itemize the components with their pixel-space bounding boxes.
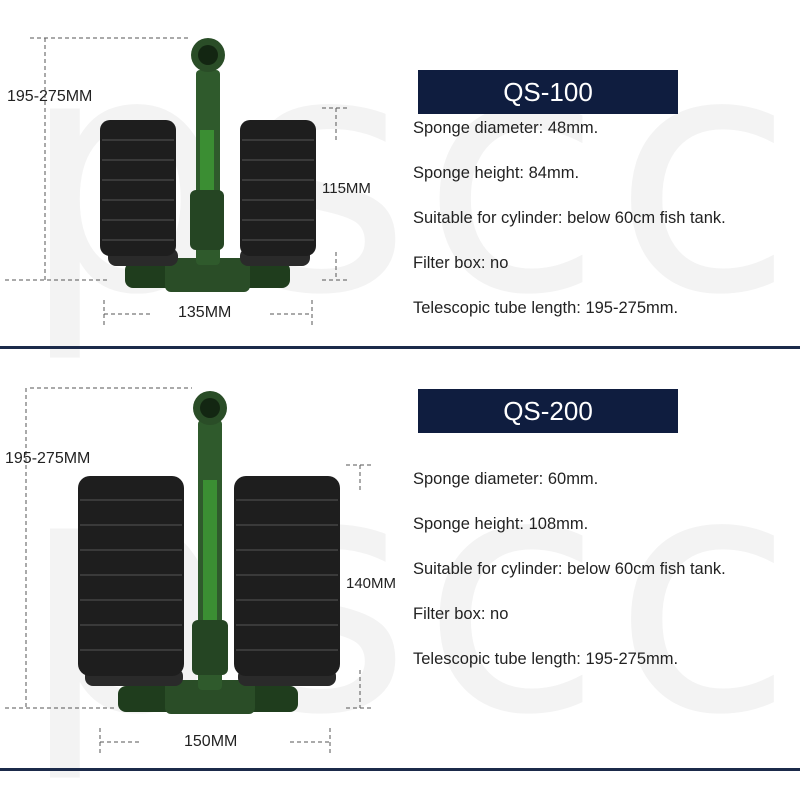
spec-suitable-cylinder: Suitable for cylinder: below 60cm fish t… xyxy=(413,209,726,227)
height-dimension-label: 195-275MM xyxy=(7,88,93,105)
spec-sponge-height: Sponge height: 84mm. xyxy=(413,164,580,182)
section-divider xyxy=(0,346,800,349)
spec-filter-box: Filter box: no xyxy=(413,605,509,623)
section-divider xyxy=(0,768,800,771)
spec-sponge-height: Sponge height: 108mm. xyxy=(413,515,589,533)
width-dimension-label: 135MM xyxy=(178,304,232,321)
sponge-height-dimension-label: 140MM xyxy=(346,575,397,592)
model-badge: QS-100 xyxy=(418,70,678,114)
product-panel-qs-100: pscc xyxy=(0,0,800,346)
width-dimension-label: 150MM xyxy=(184,733,238,750)
product-panel-qs-200: pscc xyxy=(0,350,800,770)
spec-telescopic-tube: Telescopic tube length: 195-275mm. xyxy=(413,299,679,317)
spec-sponge-diameter: Sponge diameter: 60mm. xyxy=(413,470,599,488)
sponge-height-dimension-label: 115MM xyxy=(322,180,371,197)
height-dimension-label: 195-275MM xyxy=(5,450,91,467)
spec-filter-box: Filter box: no xyxy=(413,254,509,272)
spec-telescopic-tube: Telescopic tube length: 195-275mm. xyxy=(413,650,679,668)
model-badge: QS-200 xyxy=(418,389,678,433)
product-image-qs-200 xyxy=(5,387,372,754)
spec-suitable-cylinder: Suitable for cylinder: below 60cm fish t… xyxy=(413,560,726,578)
spec-sponge-diameter: Sponge diameter: 48mm. xyxy=(413,119,599,137)
product-image-qs-100 xyxy=(5,37,350,326)
